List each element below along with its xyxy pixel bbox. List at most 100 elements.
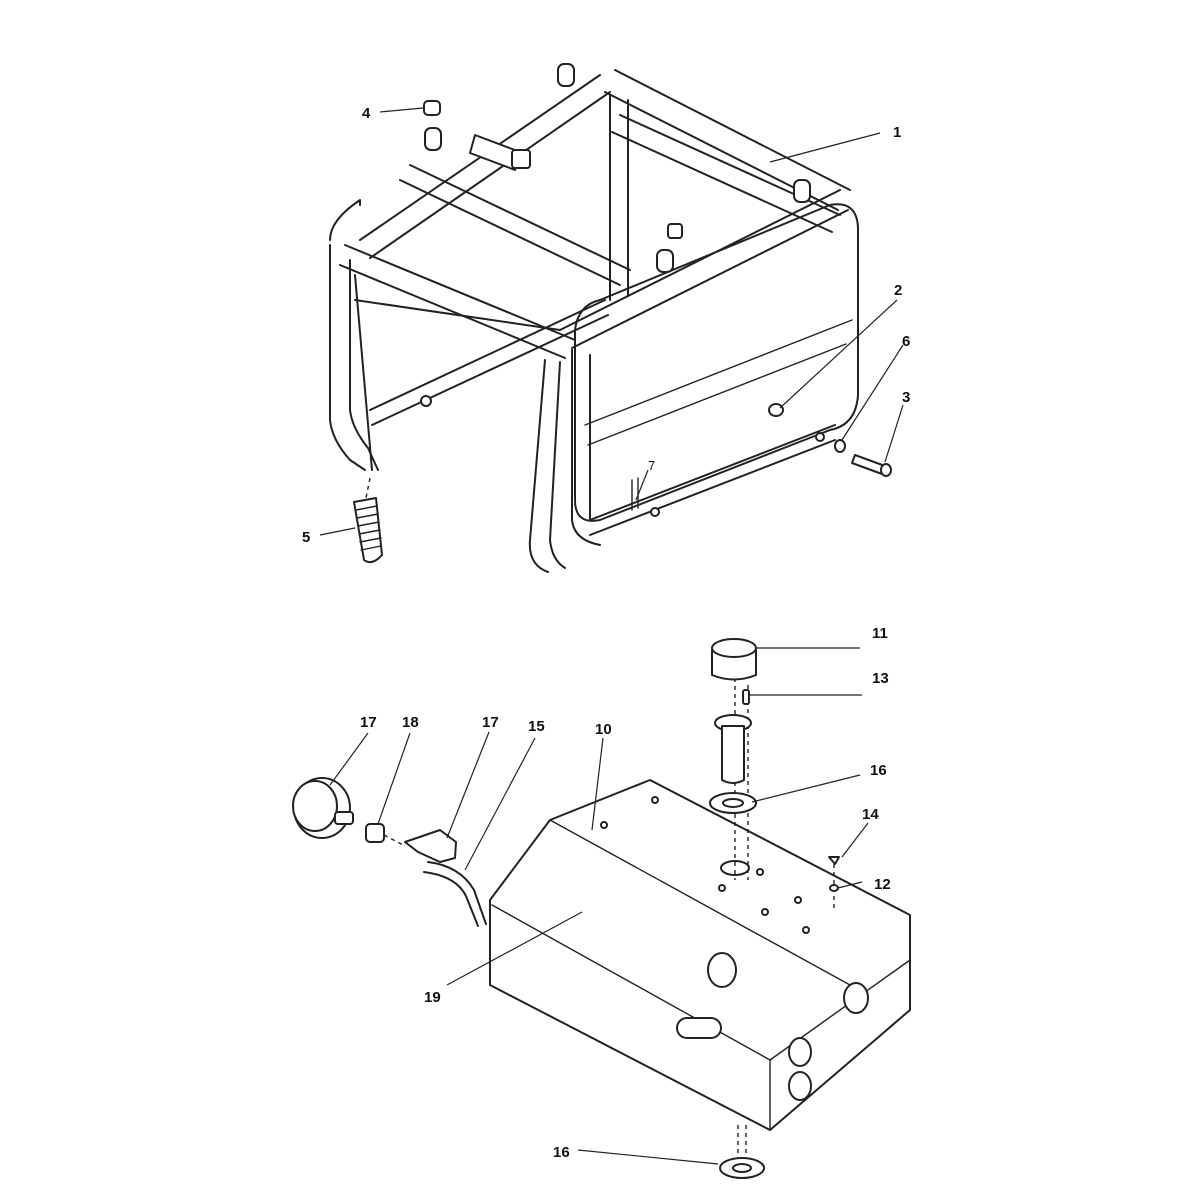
leader-lines (319, 107, 904, 1165)
mount-hole-a (650, 507, 660, 517)
connector-tube (469, 134, 521, 171)
leader-16-top (751, 774, 861, 803)
tank-port-b (843, 982, 869, 1014)
callout-labels: 1 2 3 4 5 6 7 10 11 12 13 14 15 16 16 17… (302, 105, 910, 1161)
part-15-hose-2 (423, 871, 479, 927)
callout-11: 11 (872, 625, 888, 642)
callout-2: 2 (894, 282, 902, 299)
part-3-bolt-head (880, 463, 892, 477)
part-4-plug (423, 100, 441, 116)
tank-ridge (491, 904, 771, 1061)
tube-cap-mid (656, 249, 674, 273)
part-6-washer (834, 439, 846, 453)
cross-tube-1b (399, 179, 621, 286)
tank-top-hole-d (756, 868, 764, 876)
callout-7: 7 (648, 458, 655, 473)
tank-top-hole-f (761, 908, 769, 916)
tank-top-edge (549, 819, 851, 986)
part-5-ribs (355, 505, 382, 551)
leader-5 (319, 527, 356, 536)
callout-1: 1 (893, 124, 901, 141)
leader-10 (591, 737, 604, 831)
callout-13: 13 (872, 670, 889, 687)
leader-7 (635, 469, 649, 501)
fitting-guide (383, 834, 406, 847)
leader-17-bracket (446, 731, 490, 839)
part-17-gauge-front (292, 780, 338, 832)
base-rail-b (371, 314, 609, 426)
part-12-washer (829, 884, 839, 892)
panel-bead-line (584, 319, 853, 426)
tank-top-hole-a (651, 796, 659, 804)
callout-17-gauge: 17 (360, 714, 377, 731)
tank-top-hole-b (600, 821, 608, 829)
left-loop-outer (329, 199, 366, 471)
part-17-bracket (404, 829, 457, 863)
part-15-hose (427, 861, 487, 925)
part-14-screw (828, 856, 840, 865)
tank-port-d (788, 1071, 812, 1101)
callout-15: 15 (528, 718, 545, 735)
top-rail-right-b (571, 209, 849, 349)
top-rail-left-a (344, 244, 576, 341)
filler-neck (721, 725, 745, 784)
callout-19: 19 (424, 989, 441, 1006)
tank-assembly (292, 638, 911, 1179)
part-18-fitting (365, 823, 385, 843)
connector-fitting (511, 149, 531, 169)
tank-top-hole-g (802, 926, 810, 934)
leader-16-bottom (577, 1149, 719, 1165)
callout-6: 6 (902, 333, 910, 350)
callout-3: 3 (902, 389, 910, 406)
top-rail-left-b (339, 264, 566, 359)
tube-cap-top-center (557, 63, 575, 87)
tank-body (489, 779, 911, 1131)
callout-16-bottom: 16 (553, 1144, 570, 1161)
part-11-cap-top (711, 638, 757, 658)
leader-2 (779, 299, 898, 409)
right-loop-a (571, 349, 601, 546)
panel-bead-line-lower (587, 343, 847, 446)
center-leg-b (549, 361, 566, 569)
top-rail-front-b (369, 91, 611, 259)
connector-fitting-right (667, 223, 683, 239)
cross-tube-1a (409, 164, 631, 271)
callout-4: 4 (362, 105, 371, 122)
mount-hole-c (420, 395, 432, 407)
tank-top-hole-c (718, 884, 726, 892)
part-16-gasket-top-hole (722, 798, 744, 808)
leader-4 (379, 107, 424, 113)
tube-cap-top-left (424, 127, 442, 151)
tank-filler-opening (720, 860, 750, 876)
leader-19 (446, 911, 583, 986)
callout-5: 5 (302, 529, 310, 546)
top-rail-back-a (614, 69, 851, 191)
cross-tube-2b (611, 131, 833, 233)
callout-18: 18 (402, 714, 419, 731)
tank-slot (676, 1017, 722, 1039)
gauge-stem (334, 811, 354, 825)
part-3-bolt (851, 454, 886, 475)
tank-top-hole-e (794, 896, 802, 904)
part-7-peg (631, 477, 639, 511)
base-rail-a (369, 299, 606, 411)
tube-cap-top-right (793, 179, 811, 203)
leader-17-gauge (329, 732, 369, 786)
tank-port-a (707, 952, 737, 988)
tank-top-right (649, 779, 911, 916)
leader-6 (841, 344, 904, 441)
part-13-screw (742, 689, 750, 705)
grommet-hole (768, 403, 784, 417)
callout-16-top: 16 (870, 762, 887, 779)
left-front-leg-a (354, 274, 373, 471)
part-5-guide (365, 477, 371, 499)
callout-12: 12 (874, 876, 891, 893)
panel-bottom-tube-2 (589, 424, 836, 521)
callout-14: 14 (862, 806, 879, 823)
base-rail-c (354, 299, 561, 331)
mount-hole-b (815, 432, 825, 442)
leader-3 (884, 404, 904, 463)
leader-12 (837, 881, 863, 889)
leader-14 (841, 822, 869, 858)
